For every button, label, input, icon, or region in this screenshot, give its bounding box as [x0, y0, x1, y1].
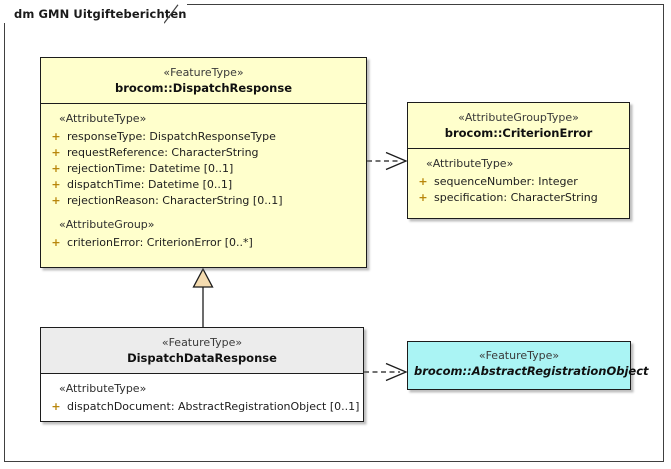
diagram-title-tab: dm GMN Uitgifteberichten [4, 4, 187, 23]
class-stereotype: «FeatureType» [478, 349, 560, 362]
attribute-row[interactable]: + responseType: DispatchResponseType [45, 129, 362, 145]
class-header-criterion-error: «AttributeGroupType» brocom::CriterionEr… [408, 103, 629, 149]
diagram-title-label: dm GMN Uitgifteberichten [14, 6, 187, 21]
class-name: DispatchDataResponse [127, 351, 277, 365]
attribute-group-label-attributetype: «AttributeType» [59, 112, 147, 125]
attribute-row[interactable]: + dispatchTime: Datetime [0..1] [45, 177, 362, 193]
attribute-group-label-attributetype: «AttributeType» [59, 382, 147, 395]
attribute-label: dispatchDocument: AbstractRegistrationOb… [67, 400, 360, 413]
class-stereotype: «AttributeGroupType» [458, 111, 579, 124]
visibility-marker: + [51, 194, 61, 207]
class-box-dispatch-response[interactable]: «FeatureType» brocom::DispatchResponse «… [40, 57, 367, 268]
visibility-marker: + [51, 178, 61, 191]
attribute-label: sequenceNumber: Integer [434, 175, 578, 188]
class-header-abstract-registration-object: «FeatureType» brocom::AbstractRegistrati… [408, 342, 649, 386]
class-header-dispatch-data-response: «FeatureType» DispatchDataResponse [41, 328, 363, 374]
class-body-dispatch-data-response: «AttributeType» + dispatchDocument: Abst… [41, 374, 363, 421]
attribute-group-label-attributegroup: «AttributeGroup» [59, 218, 155, 231]
class-box-abstract-registration-object[interactable]: «FeatureType» brocom::AbstractRegistrati… [407, 341, 649, 390]
class-header-dispatch-response: «FeatureType» brocom::DispatchResponse [41, 58, 366, 104]
visibility-marker: + [51, 400, 61, 413]
attribute-label: requestReference: CharacterString [67, 146, 259, 159]
class-name: brocom::AbstractRegistrationObject [414, 364, 649, 378]
class-name: brocom::DispatchResponse [115, 81, 292, 95]
visibility-marker: + [418, 175, 428, 188]
attribute-row[interactable]: + criterionError: CriterionError [0..*] [45, 235, 362, 251]
attribute-row[interactable]: + dispatchDocument: AbstractRegistration… [45, 399, 359, 415]
class-name: brocom::CriterionError [444, 126, 593, 140]
attribute-label: dispatchTime: Datetime [0..1] [67, 178, 233, 191]
attribute-label: criterionError: CriterionError [0..*] [67, 236, 253, 249]
attribute-group-label-attributetype: «AttributeType» [426, 157, 514, 170]
attribute-row[interactable]: + sequenceNumber: Integer [412, 174, 625, 190]
attribute-row[interactable]: + requestReference: CharacterString [45, 145, 362, 161]
attribute-label: responseType: DispatchResponseType [67, 130, 276, 143]
attribute-label: specification: CharacterString [434, 191, 598, 204]
class-stereotype: «FeatureType» [163, 66, 244, 79]
attribute-label: rejectionReason: CharacterString [0..1] [67, 194, 283, 207]
class-body-criterion-error: «AttributeType» + sequenceNumber: Intege… [408, 149, 629, 212]
visibility-marker: + [51, 146, 61, 159]
visibility-marker: + [51, 236, 61, 249]
visibility-marker: + [418, 191, 428, 204]
attribute-row[interactable]: + specification: CharacterString [412, 190, 625, 206]
visibility-marker: + [51, 130, 61, 143]
attribute-row[interactable]: + rejectionTime: Datetime [0..1] [45, 161, 362, 177]
title-tab-slant-edge [164, 4, 179, 24]
class-box-criterion-error[interactable]: «AttributeGroupType» brocom::CriterionEr… [407, 102, 630, 219]
class-box-dispatch-data-response[interactable]: «FeatureType» DispatchDataResponse «Attr… [40, 327, 364, 422]
visibility-marker: + [51, 162, 61, 175]
attribute-row[interactable]: + rejectionReason: CharacterString [0..1… [45, 193, 362, 209]
class-body-dispatch-response: «AttributeType» + responseType: Dispatch… [41, 104, 366, 257]
attribute-label: rejectionTime: Datetime [0..1] [67, 162, 234, 175]
class-stereotype: «FeatureType» [161, 336, 243, 349]
